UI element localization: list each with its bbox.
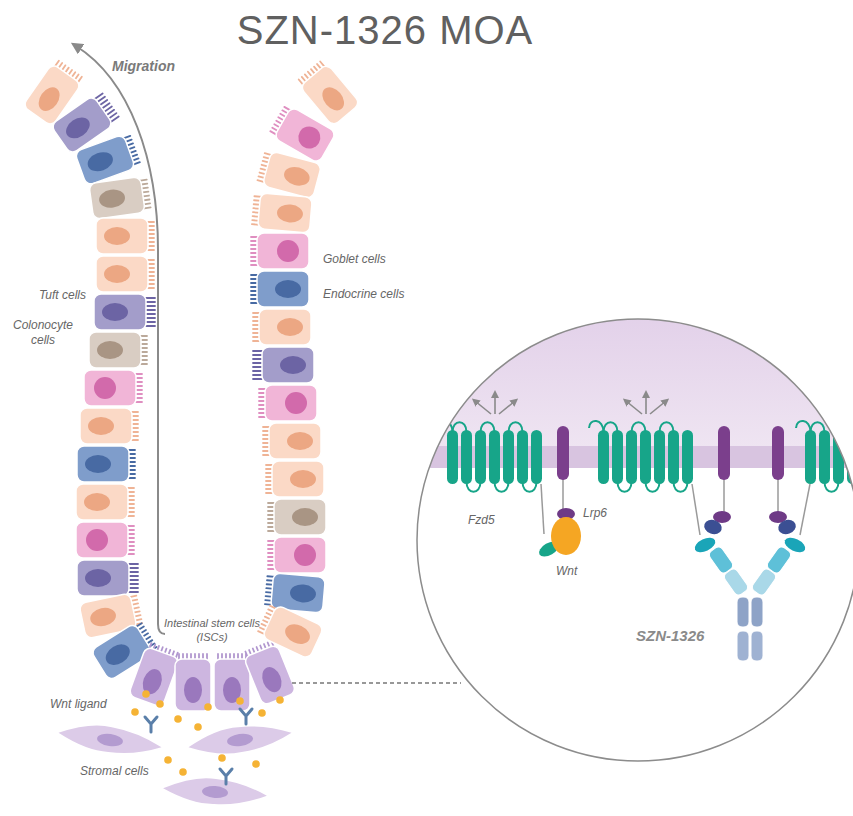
- signal-arrow: [475, 401, 491, 414]
- drug-label: SZN-1326: [636, 627, 704, 646]
- cell-label: Tuft cells: [4, 288, 86, 303]
- cell-label: Stromal cells: [80, 764, 180, 779]
- wnt-protein: [551, 517, 581, 555]
- fzd5-receptor: [589, 421, 693, 492]
- stromal-cell: [57, 720, 164, 760]
- binding-domain: [776, 517, 798, 536]
- epithelial-cell: [251, 233, 309, 269]
- epithelial-cell: [268, 499, 326, 535]
- antibody-domain: [751, 631, 763, 661]
- epithelial-cell: [76, 522, 134, 558]
- protein-label: Wnt: [556, 564, 577, 579]
- protein-label: Lrp6: [583, 506, 607, 521]
- epithelial-cell: [214, 654, 250, 711]
- epithelial-cell: [96, 218, 154, 254]
- epithelial-cell: [252, 192, 313, 233]
- wnt-ligand-dot: [218, 754, 226, 762]
- lrp6-receptor: [557, 426, 569, 512]
- wnt-ligand-dot: [258, 709, 266, 717]
- epithelial-cell: [259, 385, 317, 421]
- antibody-icon: [240, 709, 252, 724]
- epithelial-cell: [263, 423, 321, 459]
- wnt-ligand-dot: [131, 708, 139, 716]
- signal-arrow: [650, 401, 666, 414]
- zoom-circle: Fzd5 Lrp6WntSZN-1326: [416, 318, 853, 762]
- antibody-domain: [751, 597, 763, 627]
- epithelial-cell: [128, 642, 181, 708]
- wnt-ligand-dot: [156, 700, 164, 708]
- wnt-ligand-dot: [142, 690, 150, 698]
- wnt-ligand-dot: [252, 760, 260, 768]
- epithelial-cell: [94, 294, 155, 330]
- wnt-ligand-dot: [164, 756, 172, 764]
- wnt-ligand-dot: [236, 697, 244, 705]
- wnt-ligand-dot: [174, 715, 182, 723]
- lrp6-receptor: [718, 426, 730, 512]
- wnt-ligand-dot: [179, 768, 187, 776]
- cell-label: Intestinal stem cells (ISCs): [162, 617, 262, 645]
- wnt-ligand-dot: [204, 703, 212, 711]
- antibody-icon: [220, 769, 232, 784]
- epithelial-cell: [84, 370, 142, 406]
- epithelial-cell: [256, 602, 324, 659]
- epithelial-cell: [96, 256, 154, 292]
- cell-label: Goblet cells: [323, 252, 443, 267]
- stromal-cell: [162, 775, 268, 808]
- cell-label: Endocrine cells: [323, 287, 443, 302]
- epithelial-cell: [253, 309, 311, 345]
- epithelial-cell: [253, 347, 314, 383]
- fzd5-receptor: [438, 421, 542, 492]
- epithelial-cell: [76, 484, 134, 520]
- signal-arrow: [494, 394, 496, 414]
- zoom-leader: [292, 682, 461, 683]
- epithelial-cell: [265, 572, 326, 613]
- lrp6-receptor: [772, 426, 784, 512]
- wnt-ligand-dot: [276, 696, 284, 704]
- protein-label: Fzd5: [468, 513, 495, 528]
- zoom-interior: [410, 310, 853, 661]
- arrow-label: Migration: [112, 58, 212, 76]
- epithelial-cell: [89, 176, 151, 220]
- epithelial-cell: [268, 537, 326, 573]
- antibody-domain: [737, 631, 749, 661]
- zoom-outline: [416, 318, 853, 762]
- antibody-icon: [145, 717, 157, 732]
- signal-arrow: [626, 401, 642, 414]
- antibody-domain: [750, 567, 777, 597]
- signal-arrow: [645, 394, 647, 414]
- wnt-ligand-dot: [194, 723, 202, 731]
- epithelial-cell: [256, 149, 321, 199]
- diagram-title: SZN-1326 MOA: [0, 8, 770, 53]
- epithelial-cell: [175, 654, 211, 711]
- epithelial-cell: [251, 271, 309, 307]
- stromal-cell: [187, 720, 294, 760]
- antibody-domain: [722, 567, 749, 597]
- migration-arrow: [76, 46, 165, 634]
- epithelial-cell: [266, 461, 324, 497]
- signal-arrow: [499, 401, 515, 414]
- epithelial-cell: [77, 446, 135, 482]
- crypt-epithelium: [22, 58, 360, 711]
- cell-label: Colonocyte cells: [4, 318, 82, 348]
- binding-domain: [702, 517, 724, 536]
- fzd5-receptor: [796, 421, 853, 492]
- cell-label: Wnt ligand: [50, 697, 140, 712]
- epithelial-cell: [89, 332, 147, 368]
- antibody-domain: [737, 597, 749, 627]
- epithelial-cell: [80, 408, 138, 444]
- epithelial-cell: [77, 560, 138, 596]
